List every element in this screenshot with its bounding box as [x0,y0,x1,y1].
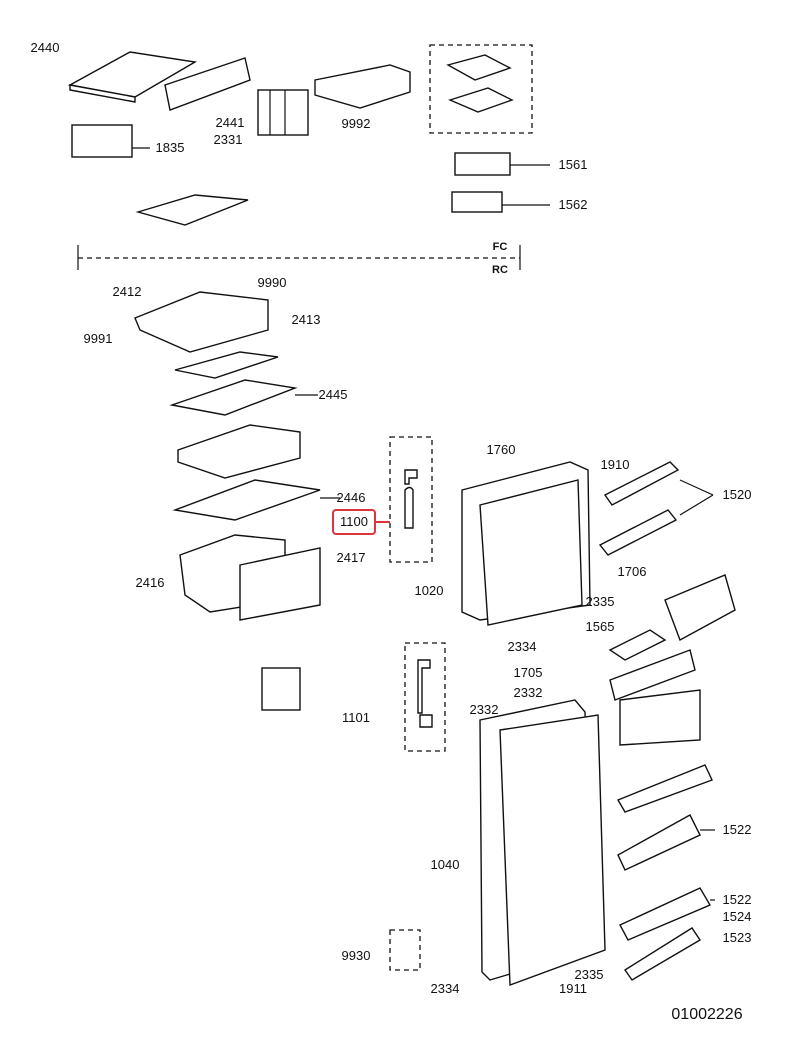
label-1100-highlighted[interactable]: 1100 [332,509,376,535]
ice-maker-group-box [429,44,533,134]
part-drawer [177,424,301,479]
part-2445-glass-shelf [169,379,318,416]
label-1522-lower: 1522 [722,892,752,907]
label-1561: 1561 [558,157,588,172]
part-1835-ice-tray [71,124,150,158]
part-freezer-bracket [261,667,301,711]
part-2441-shelf-cover [164,57,251,111]
label-2334: 2334 [507,639,537,654]
label-1040: 1040 [430,857,460,872]
part-1565-egg-holder [608,629,667,661]
zone-rc: RC [492,264,508,276]
label-2335: 2335 [585,594,615,609]
label-2440: 2440 [30,40,60,55]
label-1020: 1020 [414,583,444,598]
part-2416-crisper [179,534,321,621]
part-shelf [174,351,279,379]
handle-1100-box [389,436,433,563]
part-1020-freezer-door [461,461,591,626]
label-2332: 2332 [513,685,543,700]
label-1706: 1706 [617,564,647,579]
label-2446: 2446 [336,490,366,505]
handle-1101-box [404,642,446,752]
part-9992-tray [314,64,411,109]
part-1561-ice-tray [454,152,550,176]
label-1562: 1562 [558,197,588,212]
part-2413-crisper-cover [134,291,269,353]
label-9992: 9992 [341,116,371,131]
label-1705: 1705 [513,665,543,680]
label-2412: 2412 [112,284,142,299]
label-1101: 1101 [342,710,370,725]
part-1040-fridge-door [479,699,606,986]
label-1520: 1520 [722,487,752,502]
label-2416: 2416 [135,575,165,590]
zone-fc: FC [492,241,508,253]
label-1835: 1835 [155,140,185,155]
label-2331: 2331 [213,132,243,147]
label-1565: 1565 [585,619,615,634]
drawing-code: 01002226 [671,1006,743,1023]
label-2413: 2413 [291,312,321,327]
label-2332-lower: 2332 [469,702,499,717]
part-1520-bins [598,461,714,556]
label-2335-lower: 2335 [574,967,604,982]
label-1760: 1760 [486,442,516,457]
label-9991: 9991 [83,331,113,346]
part-1523-shelf [624,927,701,981]
hinge-9930-box [389,929,421,971]
part-bottle-rack [616,764,713,813]
part-2331-evaporator [257,89,309,136]
part-2440-glass-shelf [67,51,198,103]
part-egg-tray [664,574,736,642]
part-1562-ice-box [451,191,550,213]
part-plates [135,194,249,226]
label-1910: 1910 [600,457,630,472]
part-1522-bin [617,814,715,871]
label-9930: 9930 [341,948,371,963]
label-2441: 2441 [215,115,245,130]
part-bin-upper [609,649,701,746]
part-2446-glass-shelf [172,479,340,521]
label-2445: 2445 [318,387,348,402]
label-1522: 1522 [722,822,752,837]
label-2334-lower: 2334 [430,981,460,996]
part-1522-bin-lower [619,887,715,941]
label-1523: 1523 [722,930,752,945]
part-ice-maker-assembly [446,54,514,113]
label-2417: 2417 [336,550,366,565]
label-9990: 9990 [257,275,287,290]
label-1911: 1911 [559,981,587,996]
label-1524: 1524 [722,909,752,924]
